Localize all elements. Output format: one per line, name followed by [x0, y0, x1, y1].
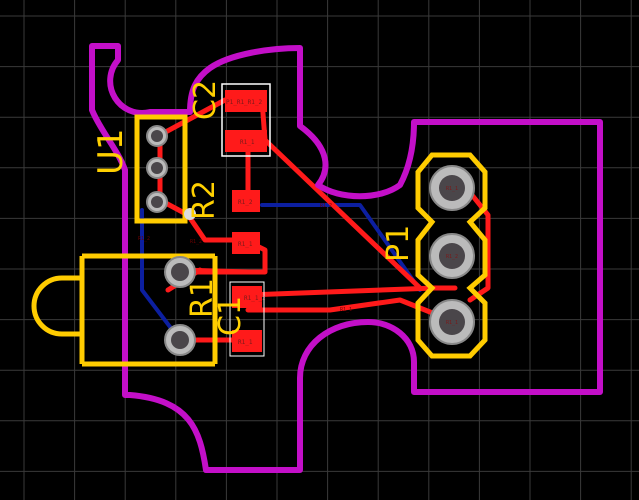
- c2-pad-1[interactable]: [225, 90, 267, 112]
- led-pad-1-drill: [171, 263, 189, 281]
- r2-pad-1[interactable]: [232, 190, 260, 212]
- c1-pad-1[interactable]: [232, 286, 262, 308]
- p1-pad-1-label: R1_1: [446, 186, 458, 192]
- r2-pad-1-label: R1_2: [238, 199, 253, 206]
- bottom-trace: [260, 203, 422, 292]
- footprint-r2[interactable]: R1_2 R1_1 R2: [184, 180, 260, 254]
- r2-ref-label: R2: [187, 180, 222, 220]
- p1-outline: [415, 152, 488, 359]
- r2-pad-2-label: R1_1: [238, 241, 253, 248]
- p1-pad-3-drill: [439, 309, 465, 335]
- footprint-c1[interactable]: R1_1_2 R1_1 C1: [213, 281, 266, 357]
- c1-ref-label: C1: [213, 296, 248, 336]
- c2-pad-2-label: R1_1: [240, 139, 255, 146]
- led-dome: [31, 275, 82, 337]
- bottom-copper-layer: [140, 203, 422, 342]
- p1-ref-label: P1: [381, 225, 416, 262]
- net-label: R1_2: [138, 236, 150, 242]
- c1-pad-2[interactable]: [232, 330, 262, 352]
- top-trace: [245, 297, 448, 321]
- footprint-u1[interactable]: U1: [91, 114, 188, 224]
- p1-pad-2-drill: [439, 243, 465, 269]
- top-trace: [157, 197, 248, 243]
- c2-courtyard: [221, 83, 271, 157]
- u1-pad-3-drill: [151, 196, 163, 208]
- board-outline: [89, 43, 603, 473]
- u1-body-outline: [134, 114, 188, 224]
- u1-pad-1-drill: [151, 130, 163, 142]
- net-label: R1_1: [340, 307, 352, 313]
- c1-pad-2-label: R1_1: [238, 339, 253, 346]
- footprint-c2[interactable]: P1_R1_R1_2 R1_1 C2: [188, 80, 271, 157]
- u1-ref-label: U1: [91, 128, 131, 175]
- footprint-led[interactable]: R1: [31, 253, 220, 367]
- p1-pad-2-label: R1_2: [446, 254, 458, 260]
- c2-pad-1-label: P1_R1_R1_2: [226, 99, 263, 106]
- bottom-trace: [140, 208, 182, 342]
- net-label: R1_2: [190, 239, 202, 245]
- r1-ref-label: R1: [185, 278, 220, 318]
- p1-pad-3-label: R1_1: [446, 320, 458, 326]
- c1-pad-1-label: R1_1_2: [244, 295, 266, 302]
- board-outline-path: [89, 43, 603, 473]
- u1-pad-2-drill: [151, 162, 163, 174]
- led-pad-2-drill: [171, 331, 189, 349]
- p1-pad-1-drill: [439, 175, 465, 201]
- r2-pad-2[interactable]: [232, 232, 260, 254]
- r2-pin1-marker: [184, 208, 196, 220]
- net-labels: R1_2 R1_2 R1_1 R1_2: [138, 203, 352, 313]
- u1-pads: [146, 125, 168, 213]
- c1-courtyard: [229, 281, 265, 357]
- net-label: R1_2: [320, 203, 332, 209]
- footprint-p1[interactable]: R1_1 R1_2 R1_1 P1: [381, 152, 488, 359]
- c2-ref-label: C2: [188, 80, 223, 120]
- c2-pad-2[interactable]: [225, 130, 267, 152]
